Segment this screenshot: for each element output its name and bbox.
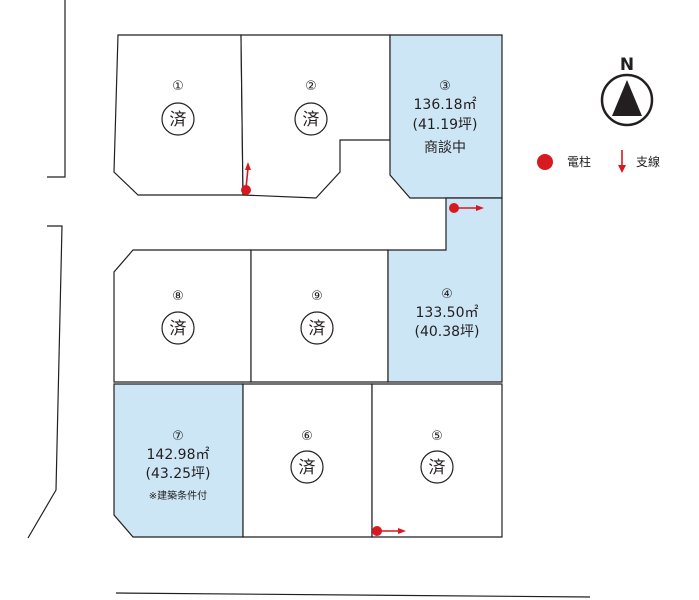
arrow-head-icon xyxy=(245,162,251,170)
lot-7-tsubo: (43.25坪) xyxy=(145,466,210,482)
utility-markers xyxy=(241,162,484,536)
lot-9[interactable] xyxy=(250,249,389,383)
sold-mark-circle xyxy=(161,102,195,136)
lot-6-number: ⑥ xyxy=(301,429,313,444)
lot-2-number: ② xyxy=(305,79,317,94)
lot-4-number: ④ xyxy=(441,287,453,302)
north-arrow-icon xyxy=(612,80,642,116)
road-edge-upper-left xyxy=(47,0,66,178)
lot-8[interactable] xyxy=(113,249,252,383)
lot-8-sold-mark: 済 xyxy=(170,319,187,339)
sold-mark-circle xyxy=(161,311,195,345)
lot-9-number: ⑨ xyxy=(311,289,323,304)
legend-pole-icon xyxy=(537,154,553,170)
arrow-head-icon xyxy=(398,528,406,534)
lot-7-number: ⑦ xyxy=(172,429,184,444)
lot-2-sold-mark: 済 xyxy=(303,110,320,130)
lot-5-sold-mark: 済 xyxy=(429,458,446,478)
road-edge-bottom xyxy=(115,592,591,598)
lot-9-sold-mark: 済 xyxy=(309,319,326,339)
legend-arrow-head-icon xyxy=(618,165,626,173)
lot-7[interactable] xyxy=(113,383,244,538)
lot-6-sold-mark: 済 xyxy=(299,458,316,478)
compass-ring-icon xyxy=(600,73,654,127)
north-label: N xyxy=(620,55,634,75)
lot-4-area: 133.50㎡ xyxy=(416,305,479,321)
stay-wire-arrow-icon xyxy=(245,167,249,189)
road-lines xyxy=(27,0,591,598)
lot-1-sold-mark: 済 xyxy=(170,110,187,130)
utility-pole-icon xyxy=(241,185,251,195)
north-compass: N xyxy=(600,55,654,127)
legend-stay-label: 支線 xyxy=(636,154,660,169)
lot-7-condition-note: ※建築条件付 xyxy=(149,489,207,502)
lot-5-number: ⑤ xyxy=(431,429,443,444)
lots xyxy=(113,34,503,538)
legend-pole-label: 電柱 xyxy=(567,154,591,169)
utility-pole-icon xyxy=(372,526,382,536)
lot-7-area: 142.98㎡ xyxy=(147,447,210,463)
lot-3-tsubo: (41.19坪) xyxy=(412,117,477,133)
lot-1-number: ① xyxy=(172,79,184,94)
road-edge-lower-left xyxy=(27,225,63,539)
lot-3-area: 136.18㎡ xyxy=(414,97,477,113)
sold-mark-circle xyxy=(420,450,454,484)
utility-pole-icon xyxy=(449,203,459,213)
legend: 電柱 支線 xyxy=(537,150,660,173)
lot-3-status-note: 商談中 xyxy=(424,140,466,156)
sold-mark-circle xyxy=(300,311,334,345)
lot-8-number: ⑧ xyxy=(172,289,184,304)
lot-3-number: ③ xyxy=(439,79,451,94)
lot-4[interactable] xyxy=(387,197,503,383)
sold-mark-circle xyxy=(290,450,324,484)
arrow-head-icon xyxy=(476,205,484,211)
lot-5[interactable] xyxy=(371,383,503,538)
lot-1[interactable] xyxy=(113,34,244,196)
sold-mark-circle xyxy=(294,102,328,136)
lot-4-tsubo: (40.38坪) xyxy=(414,324,479,340)
